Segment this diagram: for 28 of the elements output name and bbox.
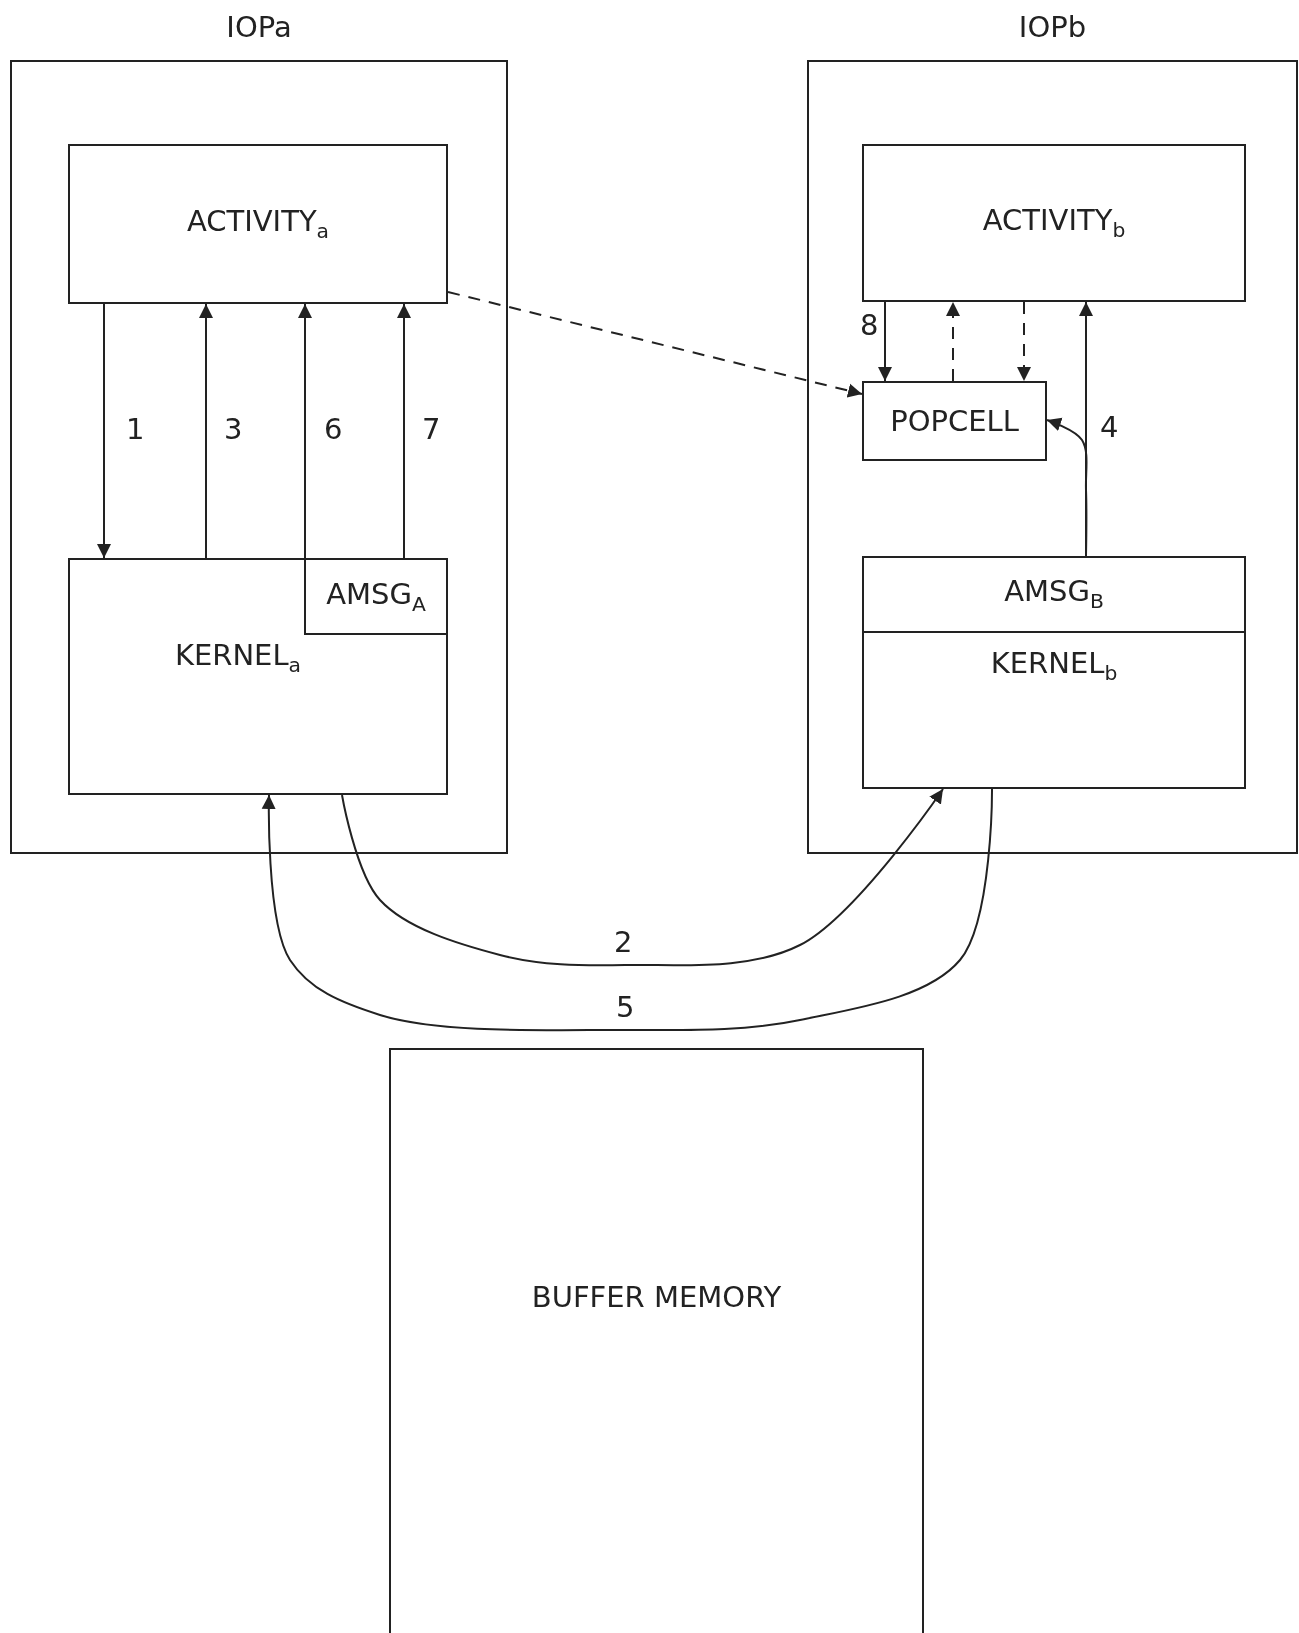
arrow	[199, 303, 213, 559]
arrow	[878, 301, 892, 382]
popcell-box	[862, 381, 1047, 461]
box-label: BUFFER MEMORY	[531, 1280, 782, 1314]
arrow	[447, 291, 863, 398]
box-label: KERNEL$_{a}$	[174, 638, 302, 672]
activity-box	[862, 144, 1246, 302]
message-box	[304, 558, 448, 635]
box-label: KERNEL$_{b}$	[990, 646, 1118, 680]
box-label: ACTIVITY$_{a}$	[186, 204, 330, 239]
buffer-memory-box	[389, 1048, 924, 1633]
frame-title: IOPb	[1018, 10, 1087, 44]
arrow	[397, 303, 411, 559]
arrow	[97, 303, 111, 559]
box-label: AMSG$_{B}$	[1004, 573, 1104, 608]
arrow	[946, 301, 960, 382]
activity-box	[68, 144, 448, 304]
frame-title: IOPa	[226, 10, 292, 44]
box-label: POPCELL	[890, 403, 1019, 438]
kernel-box	[862, 556, 1246, 789]
arrow	[298, 303, 312, 559]
arrow	[261, 788, 993, 1032]
box-label: AMSG$_{A}$	[326, 576, 426, 611]
box-label: ACTIVITY$_{b}$	[982, 203, 1126, 238]
arrow	[1046, 417, 1088, 557]
kernel-box	[68, 558, 448, 795]
arrow	[1017, 301, 1031, 382]
arrow	[341, 788, 944, 967]
